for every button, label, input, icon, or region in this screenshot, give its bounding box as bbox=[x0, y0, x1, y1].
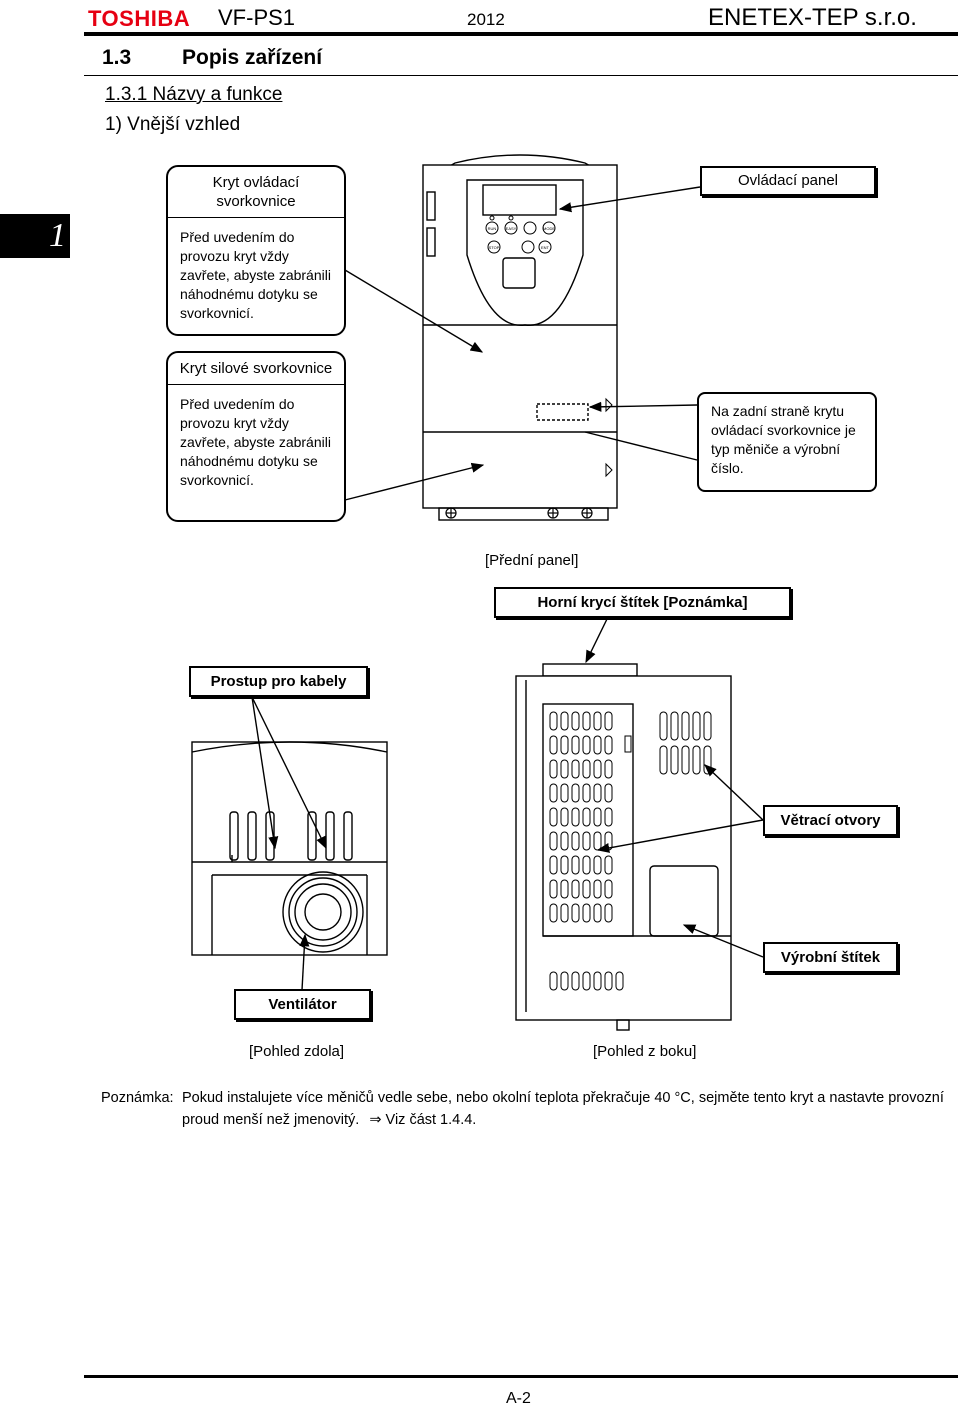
label-fan: Ventilátor bbox=[234, 989, 371, 1020]
side-view bbox=[515, 663, 732, 1031]
section-rule bbox=[84, 75, 958, 76]
mounting-screws bbox=[445, 507, 593, 519]
label-nameplate: Výrobní štítek bbox=[763, 942, 898, 973]
callout-text: Na zadní straně krytu ovládací svorkovni… bbox=[711, 403, 856, 476]
callout-rear-info: Na zadní straně krytu ovládací svorkovni… bbox=[697, 392, 877, 492]
doc-year: 2012 bbox=[467, 10, 505, 29]
footer-rule bbox=[84, 1375, 958, 1378]
panel-key-label: RUN bbox=[488, 226, 497, 231]
bottom-leaders bbox=[251, 696, 327, 991]
callout-power-terminal-cover: Kryt silové svorkovnice Před uvedením do… bbox=[166, 351, 346, 522]
bottom-view bbox=[191, 741, 388, 956]
front-leaders bbox=[344, 186, 701, 501]
section-number: 1.3 bbox=[102, 46, 132, 69]
panel-key-label: STOP bbox=[489, 245, 500, 250]
section-title: 1.3 Popis zařízení bbox=[102, 46, 322, 70]
subsection-title: 1.3.1 Názvy a funkce bbox=[105, 84, 283, 105]
callout-divider bbox=[168, 217, 344, 218]
panel-key-label: ENT bbox=[541, 245, 550, 250]
note-label: Poznámka: bbox=[101, 1090, 174, 1106]
note-text-block: Pokud instalujete více měničů vedle sebe… bbox=[182, 1087, 960, 1131]
section-name: Popis zařízení bbox=[182, 46, 323, 69]
callout-title: Kryt ovládací svorkovnice bbox=[212, 174, 300, 210]
callout-text: Před uvedením do provozu kryt vždy zavře… bbox=[180, 229, 331, 321]
panel-key-label: EASY bbox=[506, 226, 517, 231]
callout-text: Před uvedením do provozu kryt vždy zavře… bbox=[180, 396, 331, 488]
note-reference: Viz část 1.4.4. bbox=[385, 1112, 477, 1128]
inverter-front bbox=[422, 154, 618, 521]
label-cable-entry: Prostup pro kabely bbox=[189, 666, 368, 697]
panel-key-label: MODE bbox=[543, 226, 555, 231]
label-top-cover-sticker: Horní krycí štítek [Poznámka] bbox=[494, 587, 791, 618]
subsubsection-title: 1) Vnější vzhled bbox=[105, 114, 241, 135]
note-text: Pokud instalujete více měničů vedle sebe… bbox=[182, 1090, 944, 1128]
page-number: A-2 bbox=[506, 1390, 531, 1407]
callout-divider bbox=[168, 384, 344, 385]
triangle-markers bbox=[605, 397, 613, 478]
brand-logo: TOSHIBA bbox=[88, 6, 191, 31]
caption-bottom-view: [Pohled zdola] bbox=[249, 1043, 345, 1060]
control-panel-keys bbox=[485, 215, 556, 254]
header-rule bbox=[84, 32, 958, 36]
caption-front-panel: [Přední panel] bbox=[485, 552, 579, 569]
chapter-tab: 1 bbox=[0, 214, 70, 258]
callout-title: Kryt silové svorkovnice bbox=[179, 360, 333, 377]
company-name: ENETEX-TEP s.r.o. bbox=[708, 4, 917, 31]
side-vent-slots bbox=[549, 711, 712, 991]
label-control-panel: Ovládací panel bbox=[700, 166, 876, 196]
model-name: VF-PS1 bbox=[218, 5, 296, 30]
caption-side-view: [Pohled z boku] bbox=[593, 1043, 697, 1060]
callout-control-terminal-cover: Kryt ovládací svorkovnice Před uvedením … bbox=[166, 165, 346, 336]
label-ventilation-openings: Větrací otvory bbox=[763, 805, 898, 836]
reference-arrow-icon: ⇒ bbox=[369, 1112, 382, 1128]
side-leaders bbox=[585, 616, 764, 958]
